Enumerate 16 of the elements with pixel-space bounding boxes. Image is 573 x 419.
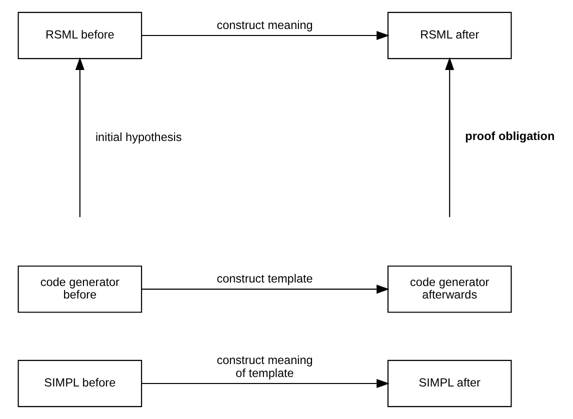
node-box: SIMPL after	[386, 360, 512, 408]
arrow	[141, 31, 389, 40]
node-box: RSML after	[386, 12, 512, 60]
edge-label: proof obligation	[464, 130, 554, 143]
edge-label: construct meaning	[216, 18, 312, 32]
arrow	[74, 57, 84, 218]
edge-label: construct meaning of template	[216, 354, 312, 380]
edge-label: construct template	[216, 272, 312, 286]
arrow	[141, 284, 389, 294]
node-box: code generator afterwards	[386, 266, 512, 313]
node-box: code generator before	[17, 266, 142, 313]
arrow	[141, 378, 389, 388]
arrow	[444, 57, 454, 218]
node-box: RSML before	[17, 12, 142, 60]
node-box: SIMPL before	[17, 360, 142, 408]
edge-label: initial hypothesis	[94, 130, 182, 144]
